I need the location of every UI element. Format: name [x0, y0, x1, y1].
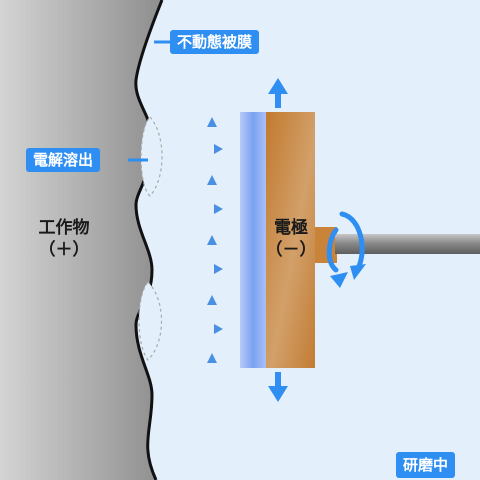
rotation-arrowhead-icon [350, 264, 366, 280]
workpiece-name: 工作物 [38, 218, 90, 238]
electrode-name: 電極 [274, 218, 308, 238]
triangle-ion-icon [207, 235, 217, 245]
triangle-ion-icon [214, 264, 223, 274]
passive-film-label: 不動態被膜 [170, 30, 260, 54]
triangle-ion-icon [207, 353, 217, 363]
workpiece-polarity: （＋） [38, 240, 90, 260]
triangle-ion-icon [214, 204, 223, 214]
dissolution-area-1 [140, 116, 163, 197]
dissolution-area-2 [138, 281, 163, 361]
ion-triangles [207, 117, 223, 363]
electrode-polarity: （－） [265, 240, 317, 260]
passive-film-line [134, 0, 164, 480]
triangle-ion-icon [207, 117, 217, 127]
electrode-shaft [335, 234, 480, 254]
workpiece-label: 工作物 （＋） [24, 217, 104, 261]
triangle-ion-icon [207, 295, 217, 305]
rotation-arrowhead-icon [330, 272, 348, 288]
triangle-ion-icon [207, 175, 217, 185]
polishing-pad [240, 112, 266, 368]
triangle-ion-icon [214, 144, 223, 154]
arrow-down-icon [268, 372, 288, 402]
triangle-ion-icon [214, 324, 223, 334]
electrolytic-dissolution-label: 電解溶出 [26, 148, 101, 172]
arrow-up-icon [268, 78, 288, 108]
workpiece-body [0, 0, 162, 480]
status-badge: 研磨中 [396, 452, 456, 478]
electrode-label: 電極 （－） [262, 217, 320, 261]
electrode-block [266, 112, 315, 368]
